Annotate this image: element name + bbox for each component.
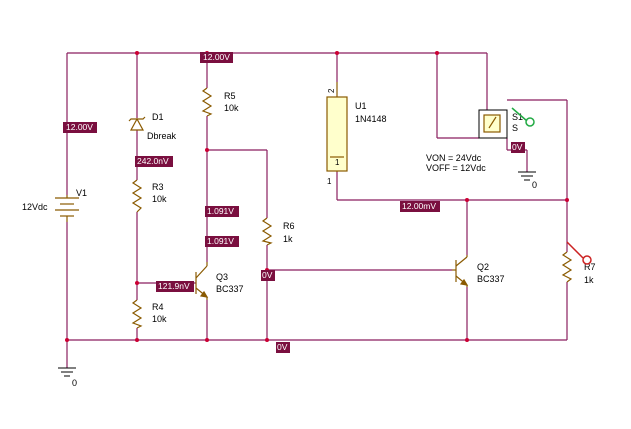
r6-value: 1k [283, 234, 293, 244]
s1-sub: S [512, 123, 518, 133]
q3-transistor[interactable]: Q3 BC337 [195, 262, 244, 300]
tag-ground-rail: 0V [276, 342, 290, 353]
wires [66, 52, 568, 368]
tag-q3-collector-a-text: 1.091V [207, 206, 234, 216]
u1-value: 1N4148 [355, 114, 387, 124]
tag-q2-base-text: 0V [262, 270, 273, 280]
q3-value: BC337 [216, 284, 244, 294]
tag-q3-base: 121.9nV [156, 281, 194, 292]
tag-diode-node: 12.00mV [400, 201, 440, 212]
r7-resistor[interactable]: R7 1k [561, 251, 596, 285]
q2-transistor[interactable]: Q2 BC337 [452, 255, 505, 287]
junctions [65, 51, 569, 342]
v1-ref: V1 [76, 188, 87, 198]
tag-top-rail-text: 12.00V [203, 52, 230, 62]
s1-switch[interactable]: S1 S VON = 24Vdc VOFF = 12Vdc [426, 109, 523, 173]
tag-zener-node: 242.0nV [135, 156, 173, 167]
r7-ref: R7 [584, 262, 596, 272]
tag-q3-collector-b-text: 1.091V [207, 236, 234, 246]
tag-q3-collector-a: 1.091V [205, 206, 239, 217]
tag-zener-node-text: 242.0nV [137, 156, 169, 166]
tag-switch-node-text: 0V [512, 142, 523, 152]
r4-value: 10k [152, 314, 167, 324]
voltage-probe-green-icon[interactable] [511, 107, 535, 127]
ground-main-label: 0 [72, 378, 77, 388]
v1-source[interactable]: V1 12Vdc [22, 188, 87, 222]
q2-ref: Q2 [477, 262, 489, 272]
s1-von: VON = 24Vdc [426, 153, 482, 163]
r3-value: 10k [152, 194, 167, 204]
u1-pin-bottom: 1 [327, 177, 332, 186]
r6-resistor[interactable]: R6 1k [261, 217, 295, 246]
r5-ref: R5 [224, 91, 236, 101]
ground-main: 0 [58, 367, 77, 388]
d1-ref: D1 [152, 112, 164, 122]
r3-resistor[interactable]: R3 10k [131, 179, 167, 213]
r7-value: 1k [584, 275, 594, 285]
u1-diode[interactable]: 2 1 1 U1 1N4148 [326, 82, 387, 186]
tag-q3-base-text: 121.9nV [158, 281, 190, 291]
q2-value: BC337 [477, 274, 505, 284]
tag-q3-collector-b: 1.091V [205, 236, 239, 247]
ground-switch-label: 0 [532, 180, 537, 190]
tag-top-rail: 12.00V [200, 52, 233, 63]
s1-voff: VOFF = 12Vdc [426, 163, 486, 173]
voltage-probe-red-icon[interactable] [566, 241, 592, 265]
r4-ref: R4 [152, 302, 164, 312]
d1-zener[interactable]: D1 Dbreak [128, 112, 177, 141]
r6-ref: R6 [283, 221, 295, 231]
tag-left-rail: 12.00V [63, 122, 97, 133]
q3-ref: Q3 [216, 272, 228, 282]
u1-pin-inner: 1 [335, 158, 340, 167]
u1-ref: U1 [355, 101, 367, 111]
tag-switch-node: 0V [511, 142, 525, 153]
tag-q2-base: 0V [261, 270, 275, 281]
u1-pin-top: 2 [327, 88, 336, 93]
ground-switch: 0 [518, 171, 537, 190]
s1-ref: S1 [512, 112, 523, 122]
d1-value: Dbreak [147, 131, 177, 141]
tag-diode-node-text: 12.00mV [402, 201, 436, 211]
v1-value: 12Vdc [22, 202, 48, 212]
r4-resistor[interactable]: R4 10k [131, 299, 167, 329]
r5-value: 10k [224, 103, 239, 113]
tag-ground-rail-text: 0V [277, 342, 288, 352]
r5-resistor[interactable]: R5 10k [201, 87, 239, 117]
tag-left-rail-text: 12.00V [66, 122, 93, 132]
r3-ref: R3 [152, 182, 164, 192]
